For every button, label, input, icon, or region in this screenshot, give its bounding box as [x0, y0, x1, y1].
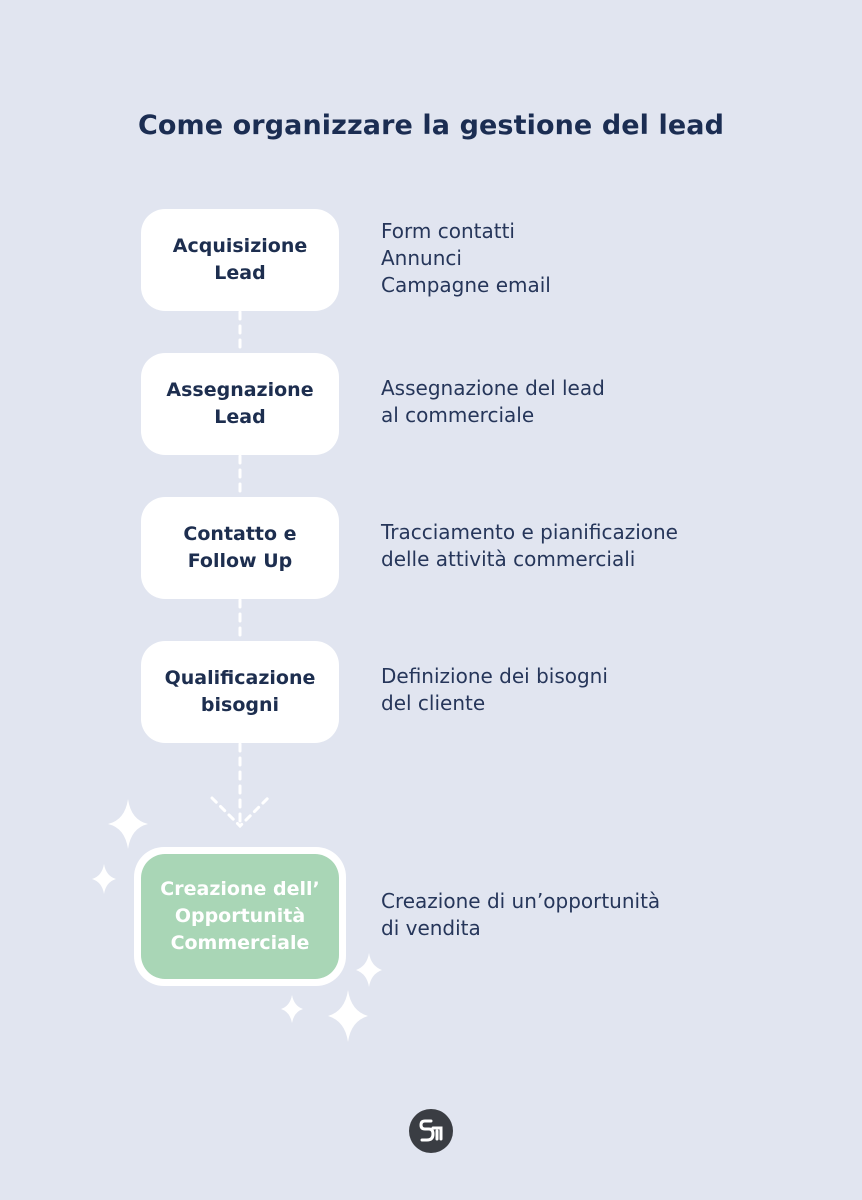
step-label: Contatto e Follow Up — [183, 523, 297, 572]
step-creazione-opportunita: Creazione dell’ Opportunità Commerciale — [141, 854, 339, 979]
step-description: Assegnazione del lead al commerciale — [381, 376, 605, 427]
sparkle-icon — [356, 953, 382, 987]
step-qualificazione-bisogni: Qualificazione bisogni — [141, 641, 339, 743]
page-title: Come organizzare la gestione del lead — [137, 110, 725, 141]
brand-logo-icon — [409, 1109, 453, 1153]
step-assegnazione-lead: Assegnazione Lead — [141, 353, 339, 455]
sparkle-icon — [328, 990, 368, 1042]
step-label: Qualificazione bisogni — [164, 667, 316, 716]
step-acquisizione-lead: Acquisizione Lead — [141, 209, 339, 311]
step-description: Form contatti Annunci Campagne email — [381, 219, 551, 297]
dashed-arrow-down-icon — [210, 796, 270, 829]
step-contatto-follow-up: Contatto e Follow Up — [141, 497, 339, 599]
sparkle-icon — [92, 864, 116, 894]
sparkle-icon — [281, 995, 303, 1023]
final-step-description: Creazione di un’opportunità di vendita — [381, 889, 661, 940]
step-description: Definizione dei bisogni del cliente — [381, 664, 608, 715]
step-description: Tracciamento e pianificazione delle atti… — [381, 520, 678, 571]
step-label: Assegnazione Lead — [166, 379, 314, 428]
step-label: Acquisizione Lead — [172, 235, 308, 284]
sparkle-icon — [108, 799, 148, 849]
step-label: Creazione dell’ Opportunità Commerciale — [160, 878, 320, 954]
